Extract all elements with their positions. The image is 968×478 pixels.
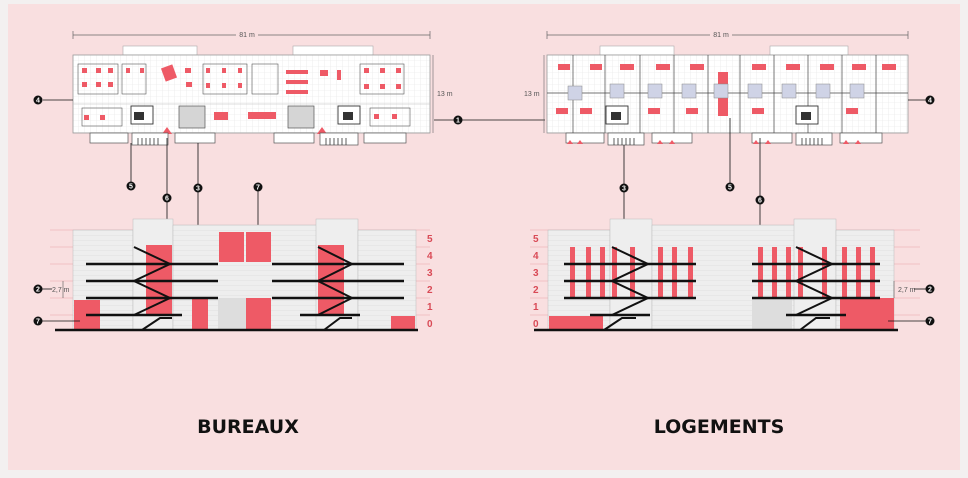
svg-text:4: 4 xyxy=(36,98,40,105)
svg-text:5: 5 xyxy=(533,234,539,245)
svg-text:3: 3 xyxy=(533,268,539,279)
callout-7-logements: 7 xyxy=(888,316,935,326)
svg-text:2: 2 xyxy=(928,287,932,294)
svg-text:4: 4 xyxy=(427,251,433,262)
logements-title: LOGEMENTS xyxy=(654,416,785,438)
svg-text:6: 6 xyxy=(165,196,169,203)
svg-text:7: 7 xyxy=(36,319,40,326)
svg-text:7: 7 xyxy=(256,185,260,192)
logements-floor-height: 2,7 m 2 xyxy=(893,281,935,298)
callout-5-logements: 5 xyxy=(725,182,735,192)
svg-text:1: 1 xyxy=(533,302,539,313)
logements-width-dimension: 81 m xyxy=(546,30,909,39)
svg-text:5: 5 xyxy=(129,184,133,191)
callout-3-logements: 3 xyxy=(619,183,629,193)
svg-text:2,7 m: 2,7 m xyxy=(898,287,916,294)
bureaux-floor-height: 2,7 m 2 xyxy=(33,281,70,298)
svg-text:1: 1 xyxy=(427,302,433,313)
svg-text:4: 4 xyxy=(928,98,932,105)
bureaux-width-dimension: 81 m xyxy=(72,30,431,39)
svg-text:5: 5 xyxy=(728,185,732,192)
logements-level-labels: 5 4 3 2 1 0 xyxy=(533,234,539,330)
bureaux-title: BUREAUX xyxy=(197,416,299,438)
bureaux-width-label: 81 m xyxy=(239,32,255,39)
svg-text:5: 5 xyxy=(427,234,433,245)
callout-6-logements: 6 xyxy=(755,195,765,205)
svg-text:3: 3 xyxy=(622,186,626,193)
svg-text:2: 2 xyxy=(36,287,40,294)
bureaux-depth-label: 13 m xyxy=(437,91,453,98)
svg-text:1: 1 xyxy=(456,118,460,125)
svg-text:2,7 m: 2,7 m xyxy=(52,287,70,294)
logements-depth-dimension: 13 m xyxy=(524,55,545,133)
svg-text:3: 3 xyxy=(427,268,433,279)
logements-floor-plan xyxy=(546,45,909,146)
svg-text:3: 3 xyxy=(196,186,200,193)
callout-3-bureaux: 3 xyxy=(193,183,203,193)
logements-depth-label: 13 m xyxy=(524,91,540,98)
bureaux-depth-dimension: 13 m xyxy=(432,55,453,133)
logements-panel: 81 m 13 m xyxy=(524,30,935,438)
callout-4-logements: 4 xyxy=(908,95,935,105)
svg-text:6: 6 xyxy=(758,198,762,205)
callout-5-bureaux: 5 xyxy=(126,181,136,191)
bureaux-floor-plan xyxy=(72,45,431,146)
svg-text:2: 2 xyxy=(427,285,433,296)
callout-1-link: 1 xyxy=(434,115,545,125)
callout-4-bureaux: 4 xyxy=(33,95,73,105)
svg-text:0: 0 xyxy=(427,319,433,330)
bureaux-level-labels: 5 4 3 2 1 0 xyxy=(427,234,433,330)
bureaux-panel: 81 m xyxy=(33,30,453,438)
logements-width-label: 81 m xyxy=(713,32,729,39)
svg-text:7: 7 xyxy=(928,319,932,326)
callout-7-bureaux-bottom: 7 xyxy=(33,316,80,326)
svg-text:0: 0 xyxy=(533,319,539,330)
svg-text:4: 4 xyxy=(533,251,539,262)
bureaux-section xyxy=(50,218,430,332)
logements-section xyxy=(530,218,920,332)
callout-6-bureaux: 6 xyxy=(162,193,172,203)
svg-text:2: 2 xyxy=(533,285,539,296)
